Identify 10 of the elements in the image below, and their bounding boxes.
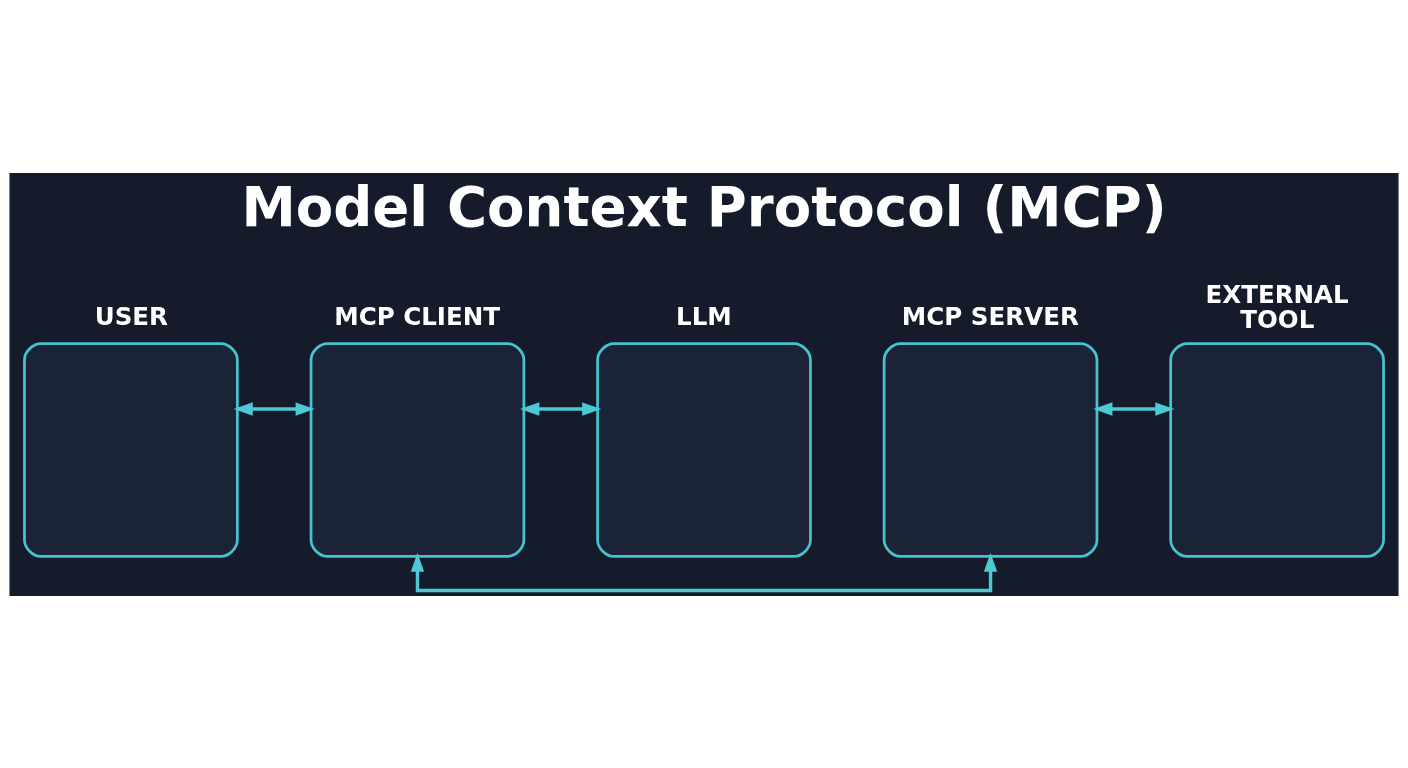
node-label: USER <box>94 301 169 331</box>
node-label: MCP SERVER <box>901 301 1079 331</box>
arrow <box>233 401 315 416</box>
node-label: LLM <box>676 301 732 331</box>
arrow <box>1093 401 1175 416</box>
node-label: MCP CLIENT <box>334 301 501 331</box>
arrow <box>520 401 602 416</box>
arrow <box>410 552 998 592</box>
node-label: EXTERNAL TOOL <box>1205 279 1349 334</box>
diagram-title: Model Context Protocol (MCP) <box>241 174 1167 239</box>
